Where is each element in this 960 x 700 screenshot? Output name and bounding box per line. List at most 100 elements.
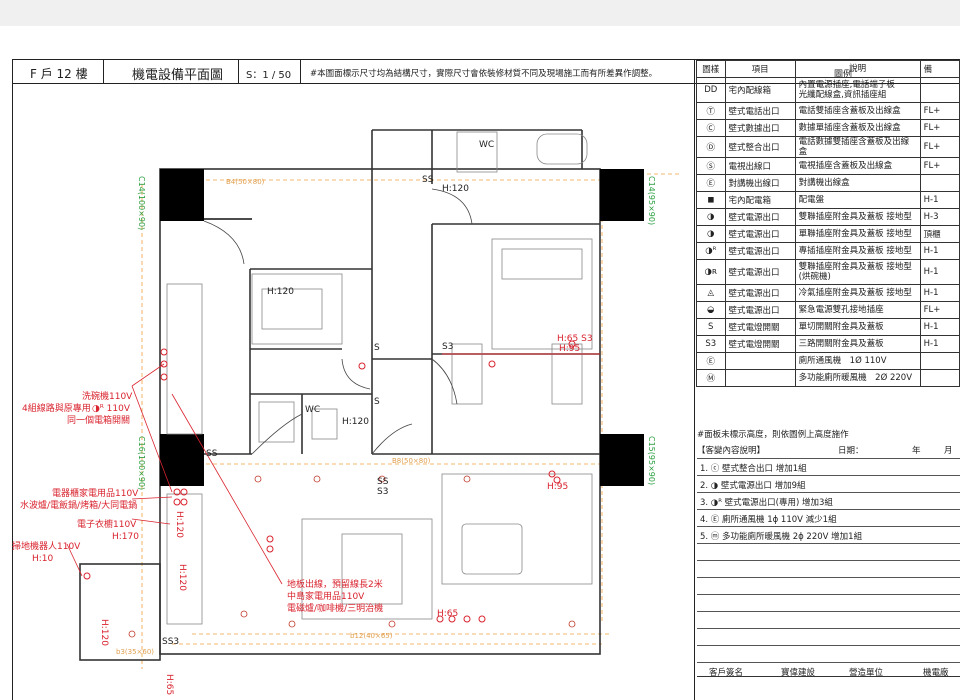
change-item: 2. ◑ 壁式電源出口 增加9組 bbox=[700, 481, 806, 491]
note-floor-outlet: 地板出線，預留線長2米 bbox=[287, 578, 383, 590]
note-h65-corner: H:65 bbox=[164, 674, 174, 695]
legend-footnote: #面板未標示高度，則依圖例上高度施作 bbox=[697, 430, 849, 440]
legend-desc: 專插插座附金具及蓋板 接地型 bbox=[794, 242, 921, 260]
note-four-circuits: 4組線路與原專用 bbox=[22, 402, 91, 414]
legend-desc: 雙聯插座附金具及蓋板 接地型 bbox=[794, 208, 921, 226]
change-grid-line bbox=[697, 526, 960, 527]
change-grid-line bbox=[697, 577, 960, 578]
door-swings bbox=[203, 188, 473, 455]
change-grid-line bbox=[697, 611, 960, 612]
note-h65-s3: H:65 S3 bbox=[557, 334, 593, 344]
legend-item: 壁式電源出口 bbox=[724, 242, 796, 260]
note-h95-living: H:95 bbox=[547, 482, 568, 492]
change-grid-line bbox=[697, 662, 960, 663]
legend-item: 壁式電燈開關 bbox=[724, 318, 796, 336]
legend-symbol: Ⓓ bbox=[696, 136, 726, 158]
legend-note bbox=[919, 174, 960, 192]
note-e-cabinet: 電子衣櫥110V bbox=[77, 518, 137, 530]
change-item: 4. Ⓔ 廁所通風機 1ϕ 110V 減少1組 bbox=[700, 515, 837, 525]
label-ss-living: SS bbox=[377, 477, 389, 487]
legend-desc: 雙聯插座附金具及蓋板 接地型 (烘碗機) bbox=[794, 259, 921, 285]
legend-item: 壁式整合出口 bbox=[724, 136, 796, 158]
note-h120-closet: H:120 bbox=[99, 619, 109, 646]
note-dishwasher: 洗碗機110V bbox=[82, 390, 133, 402]
change-grid-line bbox=[697, 492, 960, 493]
change-grid-line bbox=[697, 543, 960, 544]
legend-header-row: 圖樣 項目 說明 備 bbox=[696, 60, 960, 78]
signature-mep: 機電廠 bbox=[923, 668, 949, 678]
legend-symbol: DD bbox=[696, 77, 726, 103]
legend-desc: 廁所通風機 1Ø 110V bbox=[794, 352, 921, 370]
legend-item: 對講機出線口 bbox=[724, 174, 796, 192]
legend-desc: 配電盤 bbox=[794, 191, 921, 209]
legend-symbol: ◼ bbox=[696, 191, 726, 209]
drawing-note: #本圖面標示尺寸均為結構尺寸，實際尺寸會依裝修材質不同及現場施工而有所差異作調整… bbox=[310, 69, 658, 79]
legend-symbol: Ⓣ bbox=[696, 102, 726, 120]
legend-item: 壁式電源出口 bbox=[724, 208, 796, 226]
legend-symbol: ◒ bbox=[696, 301, 726, 319]
signature-client: 客戶簽名 bbox=[709, 668, 744, 678]
legend-symbol: Ⓔ bbox=[696, 352, 726, 370]
legend-item: 壁式數據出口 bbox=[724, 119, 796, 137]
beam-marks: B4(50×80) B8(50×80) b12(40×65) b3(35×60) bbox=[116, 178, 431, 656]
note-h10: H:10 bbox=[32, 554, 54, 564]
legend-item: 壁式電話出口 bbox=[724, 102, 796, 120]
legend-note bbox=[919, 352, 960, 370]
note-h120-kitchen: H:120 bbox=[174, 511, 184, 538]
signature-divider bbox=[697, 676, 960, 677]
label-s-bath: S bbox=[374, 397, 380, 407]
note-h95-bed: H:95 bbox=[559, 344, 580, 354]
legend-desc: 三路開關附金具及蓋板 bbox=[794, 335, 921, 353]
legend-note: FL+ bbox=[919, 136, 960, 158]
legend-desc: 電話數據雙插座含蓋板及出線盒 bbox=[794, 136, 921, 158]
legend-desc: 多功能廁所暖風機 2Ø 220V bbox=[794, 369, 921, 387]
app-toolbar bbox=[0, 0, 960, 26]
legend-note: FL+ bbox=[919, 301, 960, 319]
mark-c16-left: C16(100×90) bbox=[137, 436, 146, 490]
legend-desc: 電視插座含蓋板及出線盒 bbox=[794, 157, 921, 175]
plan-labels: H:120 SS WC H:120 WC H:120 SS SS S3 S3 S… bbox=[162, 140, 494, 647]
label-h120-top: H:120 bbox=[442, 184, 469, 194]
mark-c14-right: C14(95×90) bbox=[647, 176, 656, 225]
legend-col-note: 備 bbox=[919, 60, 960, 78]
label-h120-room: H:120 bbox=[267, 287, 294, 297]
label-ss-left: SS bbox=[206, 449, 218, 459]
legend-desc: 緊急電源雙孔接地插座 bbox=[794, 301, 921, 319]
signature-contractor: 營造單位 bbox=[849, 668, 884, 678]
change-grid-line bbox=[697, 509, 960, 510]
legend-desc: 電話雙插座含蓋板及出線盒 bbox=[794, 102, 921, 120]
columns bbox=[160, 169, 644, 486]
callout-leaders bbox=[66, 363, 283, 585]
legend-row: Ⓔ 廁所通風機 1Ø 110V bbox=[696, 352, 960, 370]
legend-symbol: ◑ bbox=[696, 225, 726, 243]
legend-desc: 冷氣插座附金具及蓋板 接地型 bbox=[794, 284, 921, 302]
legend-symbol: ◑ʀ bbox=[696, 259, 726, 285]
legend-col-item: 項目 bbox=[724, 60, 796, 78]
note-110v-plug: ◑ᴿ 110V bbox=[92, 404, 131, 414]
legend-note bbox=[919, 369, 960, 387]
legend-item: 壁式電源出口 bbox=[724, 284, 796, 302]
legend-item bbox=[724, 369, 796, 387]
note-appliance-list: 水波爐/電飯鍋/烤箱/大同電鍋 bbox=[20, 499, 137, 511]
change-item: 3. ◑ᴿ 壁式電源出口(專用) 增加3組 bbox=[700, 498, 833, 508]
date-label: 日期： bbox=[838, 446, 864, 456]
legend-symbol: S3 bbox=[696, 335, 726, 353]
column-marks: C14(100×90) C14(95×90) C16(100×90) C15(9… bbox=[137, 176, 656, 490]
beam-lines bbox=[141, 173, 682, 669]
label-ss3: SS3 bbox=[162, 637, 179, 647]
legend-item: 壁式電源出口 bbox=[724, 259, 796, 285]
mark-b8: B8(50×80) bbox=[392, 457, 431, 465]
legend-symbol: ◑ bbox=[696, 208, 726, 226]
label-wc-mid: WC bbox=[305, 405, 320, 415]
